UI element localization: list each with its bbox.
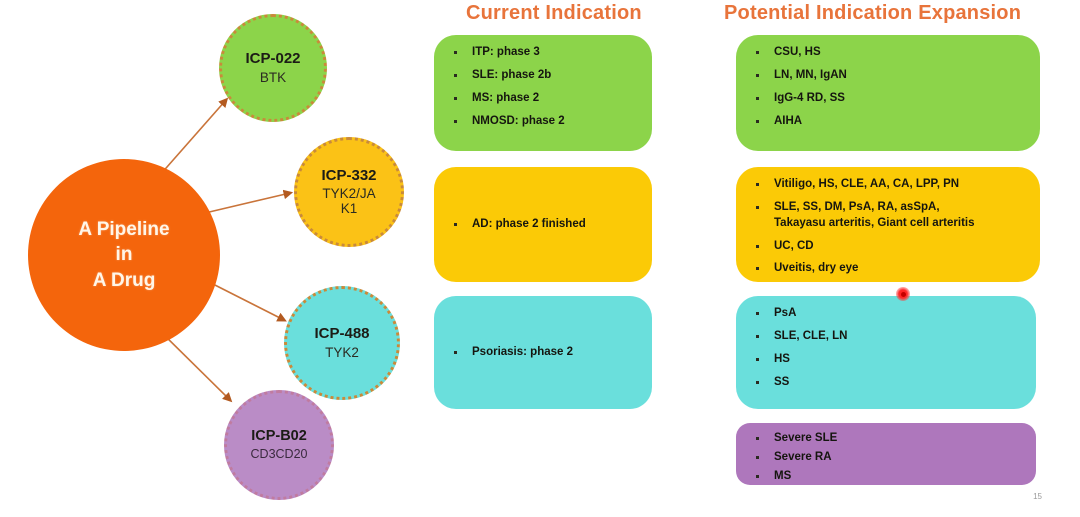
list-item: Vitiligo, HS, CLE, AA, CA, LPP, PN (736, 177, 1040, 193)
list-item: HS (736, 352, 1036, 368)
expansion-list: Vitiligo, HS, CLE, AA, CA, LPP, PN SLE, … (736, 177, 1040, 277)
current-indication-box-green: ITP: phase 3 SLE: phase 2b MS: phase 2 N… (434, 35, 652, 151)
list-item: SS (736, 375, 1036, 391)
hub-line-3: A Drug (92, 269, 156, 291)
hub-line-1: A Pipeline (78, 219, 170, 241)
drug-target-line-1: TYK2/JA (322, 186, 376, 202)
list-item: SLE: phase 2b (434, 68, 652, 84)
hub-label: A Pipeline in A Drug (78, 217, 169, 292)
drug-target: TYK2 (325, 344, 359, 360)
potential-expansion-box-cyan: PsA SLE, CLE, LN HS SS (736, 296, 1036, 409)
potential-expansion-box-purple: Severe SLE Severe RA MS (736, 423, 1036, 485)
list-item: MS (736, 469, 1036, 485)
indication-list: Psoriasis: phase 2 (434, 345, 652, 361)
potential-expansion-box-yellow: Vitiligo, HS, CLE, AA, CA, LPP, PN SLE, … (736, 167, 1040, 282)
list-item: UC, CD (736, 239, 1040, 255)
current-indication-box-yellow: AD: phase 2 finished (434, 167, 652, 282)
page-number: 15 (1033, 492, 1042, 501)
list-item: PsA (736, 306, 1036, 322)
current-indication-box-cyan: Psoriasis: phase 2 (434, 296, 652, 409)
hub-line-2: in (115, 244, 133, 266)
list-item-continuation: Takayasu arteritis, Giant cell arteritis (774, 216, 975, 229)
drug-target: CD3CD20 (250, 446, 308, 461)
list-item: Severe SLE (736, 431, 1036, 447)
list-item: Severe RA (736, 450, 1036, 466)
drug-code: ICP-332 (321, 167, 377, 185)
list-item: CSU, HS (736, 45, 1040, 61)
list-item: Uveitis, dry eye (736, 261, 1040, 277)
list-item: NMOSD: phase 2 (434, 114, 652, 130)
expansion-list: Severe SLE Severe RA MS (736, 431, 1036, 485)
drug-node-icp-488: ICP-488 TYK2 (284, 286, 400, 400)
drug-target-line-2: K1 (340, 201, 358, 217)
list-item: IgG-4 RD, SS (736, 91, 1040, 107)
hub-circle-pipeline: A Pipeline in A Drug (28, 159, 220, 351)
drug-code: ICP-488 (314, 325, 370, 343)
drug-node-icp-022: ICP-022 BTK (219, 14, 327, 122)
drug-node-icp-332: ICP-332 TYK2/JA K1 (294, 137, 404, 247)
list-item: SLE, CLE, LN (736, 329, 1036, 345)
list-item: SLE, SS, DM, PsA, RA, asSpA, (736, 200, 1040, 216)
list-item: MS: phase 2 (434, 91, 652, 107)
red-dot-cursor-icon (896, 287, 910, 301)
drug-code: ICP-B02 (251, 428, 307, 445)
arrow-to-icp-332 (204, 189, 294, 214)
arrow-to-icp-488 (206, 280, 287, 322)
list-item: Psoriasis: phase 2 (434, 345, 652, 361)
column-header-potential-indication-expansion: Potential Indication Expansion (724, 2, 1022, 24)
list-item: LN, MN, IgAN (736, 68, 1040, 84)
potential-expansion-box-green: CSU, HS LN, MN, IgAN IgG-4 RD, SS AIHA (736, 35, 1040, 151)
drug-code: ICP-022 (245, 50, 301, 68)
indication-list: AD: phase 2 finished (434, 217, 652, 233)
indication-list: ITP: phase 3 SLE: phase 2b MS: phase 2 N… (434, 45, 652, 129)
drug-target: BTK (259, 69, 287, 85)
list-item: AD: phase 2 finished (434, 217, 652, 233)
list-item: AIHA (736, 114, 1040, 130)
drug-node-icp-b02: ICP-B02 CD3CD20 (224, 390, 334, 500)
column-header-current-indication: Current Indication (466, 2, 642, 24)
expansion-list: CSU, HS LN, MN, IgAN IgG-4 RD, SS AIHA (736, 45, 1040, 129)
list-item: ITP: phase 3 (434, 45, 652, 61)
expansion-list: PsA SLE, CLE, LN HS SS (736, 306, 1036, 390)
